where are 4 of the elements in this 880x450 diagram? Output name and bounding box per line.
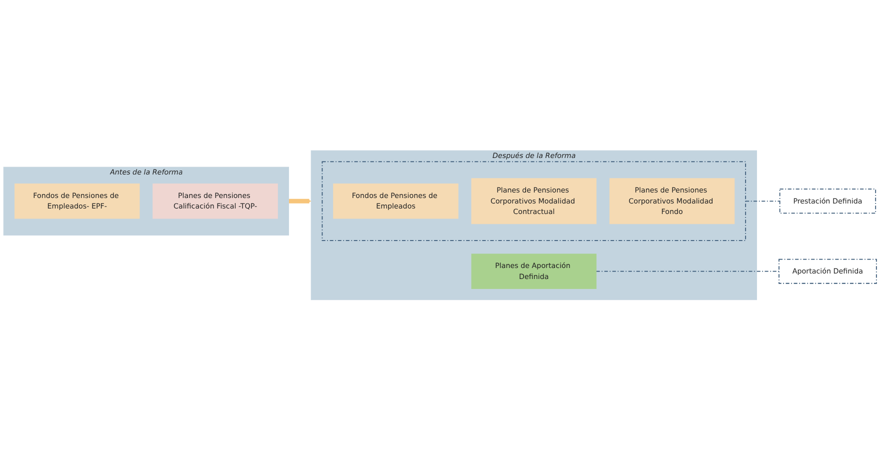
cluster [322, 161, 746, 241]
arrow [288, 198, 312, 204]
connector [745, 200, 780, 202]
connector [596, 270, 780, 272]
